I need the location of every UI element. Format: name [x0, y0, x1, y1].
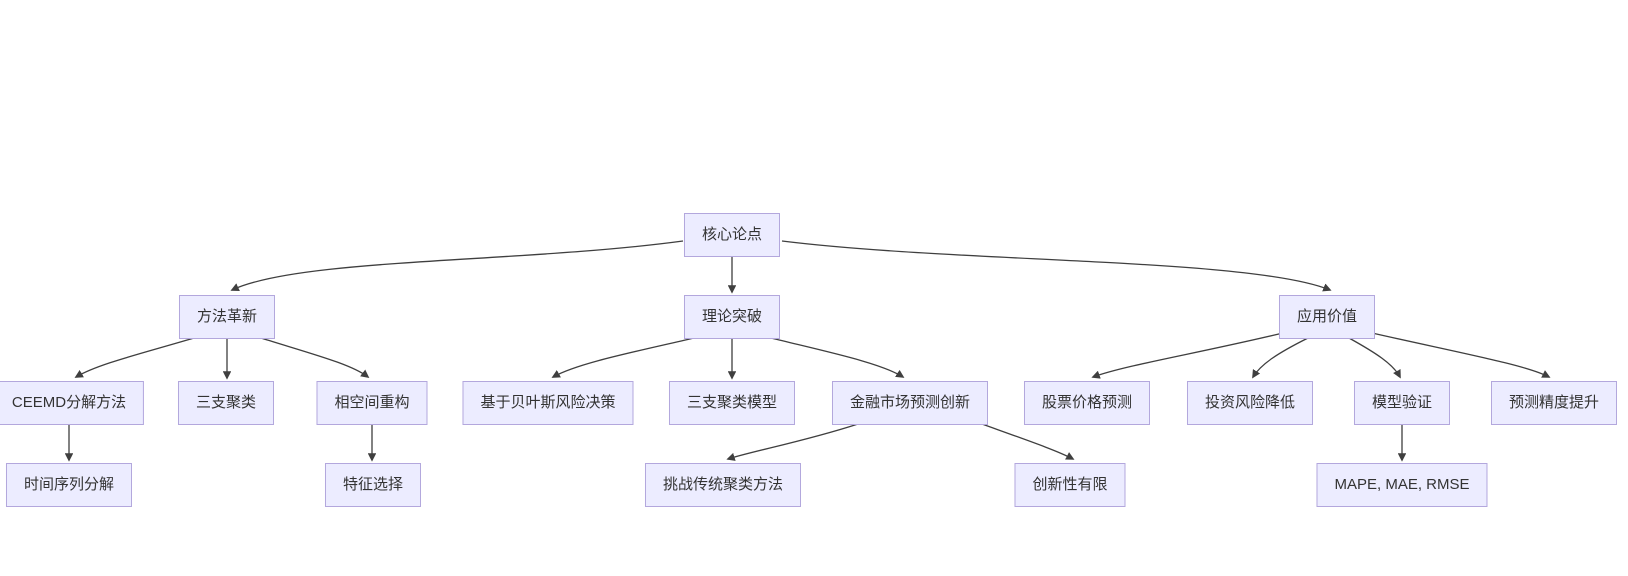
- edge-financial-innovation-to-challenge-traditional: [726, 423, 859, 461]
- node-core-thesis: 核心论点: [683, 213, 781, 257]
- edge-method-to-ceemd: [74, 337, 195, 378]
- edge-application-to-stock-prediction: [1091, 332, 1284, 379]
- node-theory-breakthrough: 理论突破: [683, 295, 781, 339]
- node-challenge-traditional-clustering: 挑战传统聚类方法: [644, 463, 802, 507]
- node-phase-space-reconstruction: 相空间重构: [316, 381, 428, 425]
- edge-application-to-accuracy-improvement: [1371, 332, 1551, 378]
- node-application-value: 应用价值: [1278, 295, 1376, 339]
- node-stock-price-prediction: 股票价格预测: [1023, 381, 1151, 425]
- node-method-innovation: 方法革新: [178, 295, 276, 339]
- node-feature-selection: 特征选择: [324, 463, 422, 507]
- edge-application-to-risk-reduction: [1252, 337, 1309, 379]
- edge-method-to-phase-space: [260, 337, 370, 379]
- node-prediction-accuracy-improvement: 预测精度提升: [1490, 381, 1618, 425]
- edge-core-to-method: [230, 240, 684, 291]
- node-ceemd-decomposition: CEEMD分解方法: [0, 381, 145, 425]
- edge-financial-innovation-to-limited-innovation: [981, 423, 1075, 460]
- node-three-way-model: 三支聚类模型: [668, 381, 796, 425]
- node-three-way-clustering: 三支聚类: [177, 381, 275, 425]
- node-evaluation-metrics: MAPE, MAE, RMSE: [1316, 463, 1488, 507]
- node-bayesian-risk-decision: 基于贝叶斯风险决策: [462, 381, 634, 425]
- node-limited-innovation: 创新性有限: [1014, 463, 1126, 507]
- node-financial-forecast-innovation: 金融市场预测创新: [831, 381, 989, 425]
- node-model-validation: 模型验证: [1353, 381, 1451, 425]
- node-investment-risk-reduction: 投资风险降低: [1186, 381, 1314, 425]
- node-time-series-decomposition: 时间序列分解: [5, 463, 133, 507]
- edge-theory-to-financial-innovation: [770, 337, 905, 378]
- edge-theory-to-bayesian: [551, 337, 695, 378]
- edge-core-to-application: [781, 240, 1332, 292]
- edge-application-to-model-validation: [1348, 337, 1401, 379]
